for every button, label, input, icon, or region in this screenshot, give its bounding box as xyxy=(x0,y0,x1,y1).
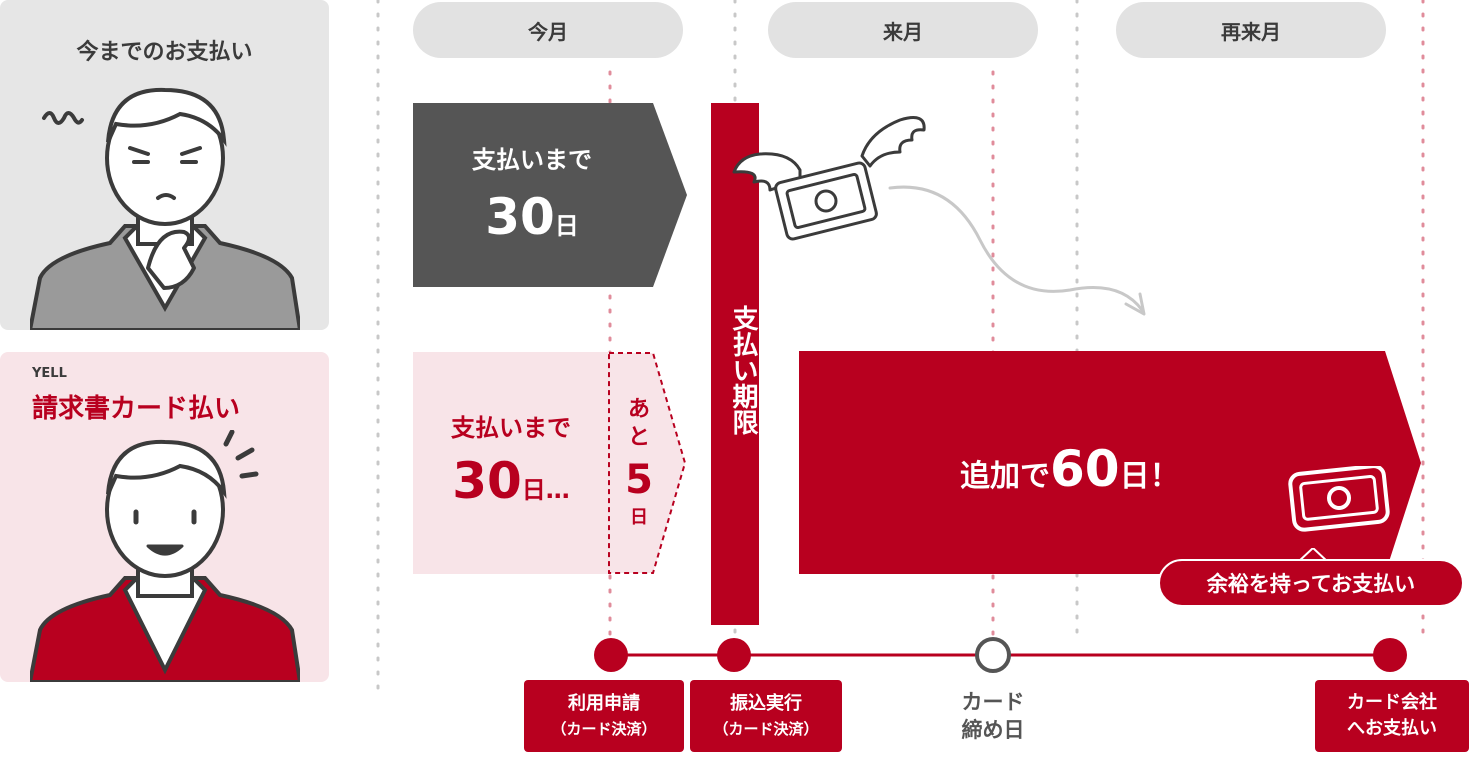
apply-label-line2: （カード決済） xyxy=(551,720,657,738)
transfer-label-line2: （カード決済） xyxy=(713,720,819,738)
relax-badge-pointer xyxy=(1298,548,1328,562)
conventional-label: 支払いまで xyxy=(472,146,592,174)
flying-money-icon xyxy=(732,116,926,241)
remaining-5days-arrow xyxy=(608,352,687,574)
notice-lines-icon xyxy=(223,430,259,479)
extra-days-text: 追加で60日！ xyxy=(960,440,1180,498)
closing-label: カード 締め日 xyxy=(933,688,1053,744)
card-days-unit: 日… xyxy=(521,476,570,504)
relax-payment-badge: 余裕を持ってお支払い xyxy=(1158,559,1464,607)
conventional-days: 30日 xyxy=(413,188,651,246)
company-payment-label: カード会社 へお支払い xyxy=(1315,680,1469,752)
remaining-char-a: あ xyxy=(627,397,650,422)
apply-label-line1: 利用申請 xyxy=(568,693,640,714)
apply-node xyxy=(594,638,628,672)
closing-label-line1: カード xyxy=(961,690,1025,714)
money-flight-path xyxy=(888,185,1146,316)
conventional-30days-arrow xyxy=(413,103,687,287)
month-next: 来月 xyxy=(768,2,1038,58)
payment-deadline-label: 支払い期限 xyxy=(728,305,758,435)
conventional-days-unit: 日 xyxy=(554,212,579,240)
card-payment-title: 請求書カード払い xyxy=(32,394,241,424)
extra-suffix: 日！ xyxy=(1119,459,1180,494)
extra-number: 60 xyxy=(1050,440,1120,498)
card-label: 支払いまで xyxy=(451,414,571,442)
extra-prefix: 追加で xyxy=(960,459,1050,494)
transfer-node xyxy=(717,638,751,672)
happy-man-illustration xyxy=(30,430,300,682)
extra-60days-arrow xyxy=(799,351,1421,574)
card-days: 30日… xyxy=(413,452,609,510)
remaining-label: あ と 5 日 xyxy=(622,396,656,532)
payment-timeline xyxy=(594,637,1407,673)
money-bill-icon xyxy=(1288,466,1390,532)
remaining-unit: 日 xyxy=(630,507,648,528)
worried-man-illustration xyxy=(30,87,300,330)
brand-label: YELL xyxy=(32,366,67,381)
transfer-label-line1: 振込実行 xyxy=(730,693,802,714)
apply-label: 利用申請 （カード決済） xyxy=(524,680,684,752)
card-30days-block xyxy=(413,352,609,574)
card-days-number: 30 xyxy=(452,452,522,510)
company-label-line2: へお支払い xyxy=(1347,718,1437,739)
company-payment-node xyxy=(1373,638,1407,672)
company-label-line1: カード会社 xyxy=(1347,692,1437,713)
closing-label-line2: 締め日 xyxy=(961,718,1025,742)
transfer-label: 振込実行 （カード決済） xyxy=(690,680,842,752)
payment-deadline-bar xyxy=(711,103,759,625)
confusion-swirl-icon xyxy=(42,111,84,125)
remaining-char-to: と xyxy=(627,425,650,450)
month-this: 今月 xyxy=(413,2,683,58)
closing-node xyxy=(975,637,1011,673)
month-after-next: 再来月 xyxy=(1116,2,1386,58)
conventional-days-number: 30 xyxy=(485,188,555,246)
remaining-number: 5 xyxy=(625,457,653,503)
current-payment-title: 今までのお支払い xyxy=(76,40,253,65)
